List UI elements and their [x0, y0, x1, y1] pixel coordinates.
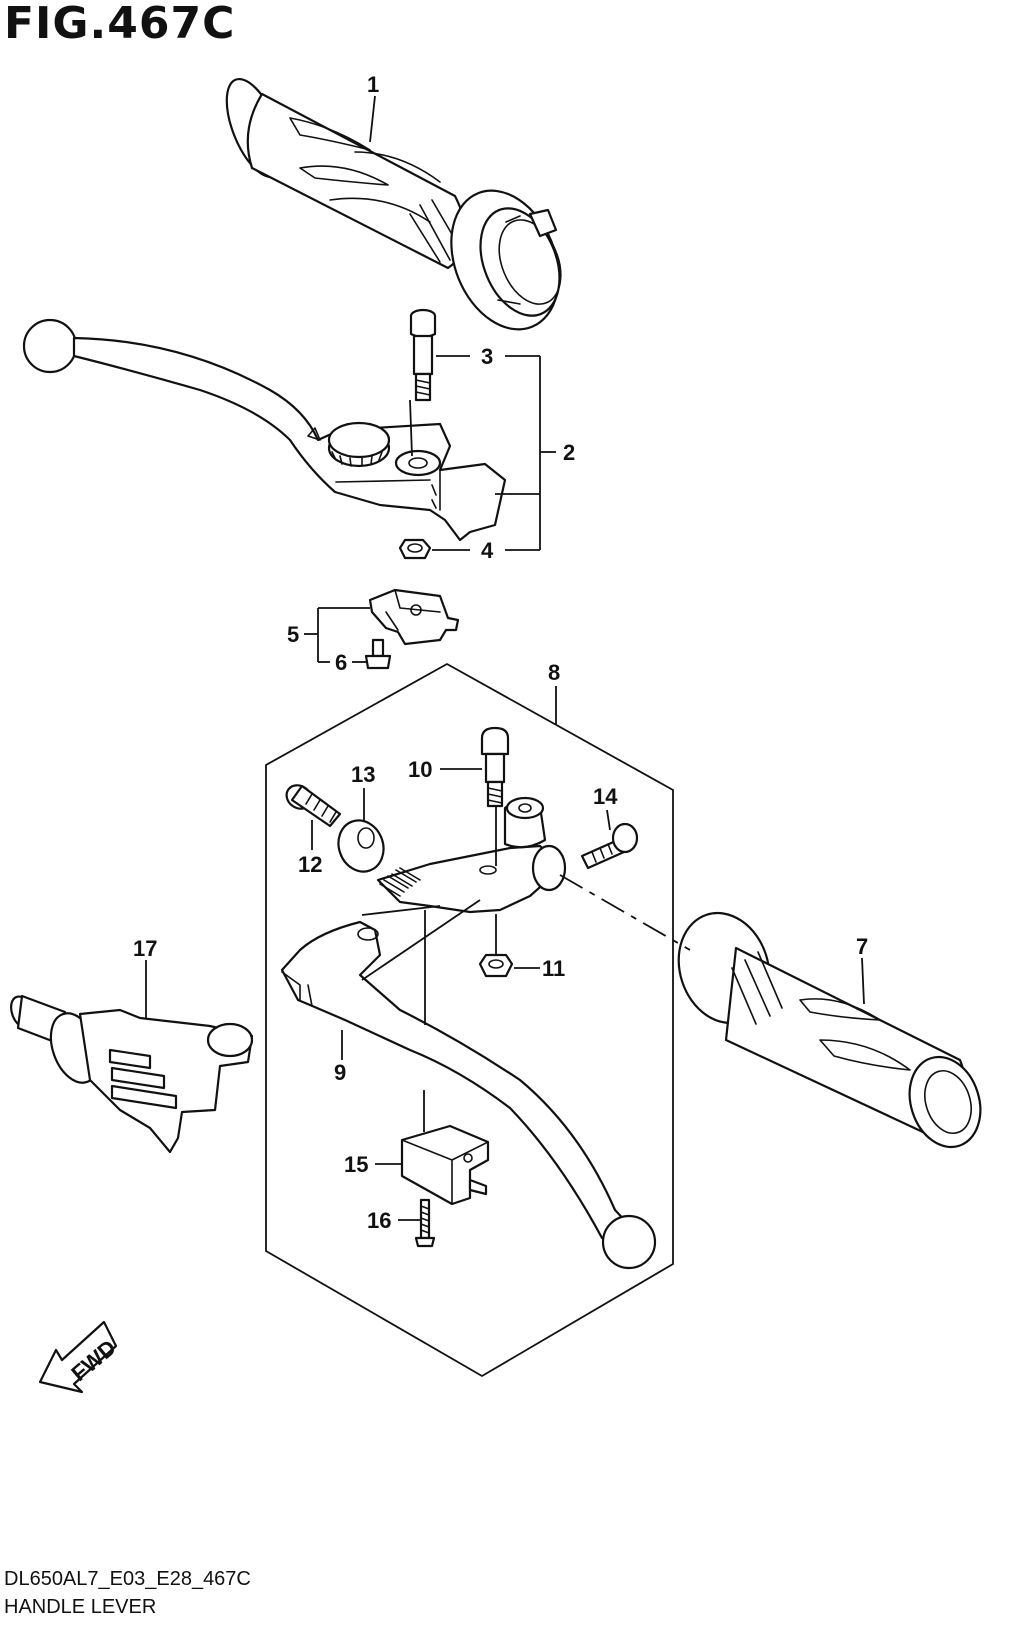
- switch-lower[interactable]: [400, 1124, 490, 1206]
- callout-10: 10: [408, 757, 432, 782]
- pivot-bolt-upper[interactable]: [409, 308, 437, 402]
- figure-code: DL650AL7_E03_E28_467C: [4, 1568, 251, 1590]
- fwd-arrow: FWD: [38, 1320, 121, 1394]
- callout-7: 7: [856, 934, 868, 959]
- grip-lower[interactable]: [665, 901, 992, 1156]
- callout-14: 14: [593, 784, 618, 809]
- callout-17: 17: [133, 936, 157, 961]
- callout-4: 4: [481, 538, 494, 563]
- callout-15: 15: [344, 1152, 368, 1177]
- assembly-outline: [265, 662, 674, 1378]
- screw-switch-lower[interactable]: [414, 1198, 436, 1248]
- nut-upper[interactable]: [398, 538, 432, 560]
- lever-lower[interactable]: [280, 920, 657, 1270]
- callout-13: 13: [351, 762, 375, 787]
- callouts: 1 3 2 4 5 6 8 10 13 14 12 11 7 17 9 15 1…: [133, 72, 868, 1233]
- lever-guard[interactable]: [7, 994, 254, 1154]
- nut-lower[interactable]: [478, 953, 514, 978]
- switch-upper[interactable]: [368, 588, 460, 646]
- callout-1: 1: [367, 72, 379, 97]
- callout-11: 11: [542, 956, 565, 981]
- callout-8: 8: [548, 660, 560, 685]
- pivot-bolt-lower[interactable]: [480, 726, 510, 808]
- callout-9: 9: [334, 1060, 346, 1085]
- callout-12: 12: [298, 852, 322, 877]
- grip-upper[interactable]: [215, 72, 578, 346]
- callout-16: 16: [367, 1208, 391, 1233]
- callout-2: 2: [563, 440, 575, 465]
- callout-5: 5: [287, 622, 299, 647]
- leader-lines: [145, 95, 865, 1221]
- bolt-angled[interactable]: [282, 781, 342, 828]
- callout-3: 3: [481, 344, 493, 369]
- bolt-side[interactable]: [580, 822, 639, 870]
- callout-6: 6: [335, 650, 347, 675]
- washer-knurled[interactable]: [331, 814, 390, 878]
- lever-bracket[interactable]: [376, 796, 567, 914]
- figure-title: FIG.467C: [4, 0, 236, 49]
- lever-upper[interactable]: [22, 318, 507, 542]
- screw-switch-upper[interactable]: [364, 638, 392, 670]
- figure-name: HANDLE LEVER: [4, 1596, 157, 1618]
